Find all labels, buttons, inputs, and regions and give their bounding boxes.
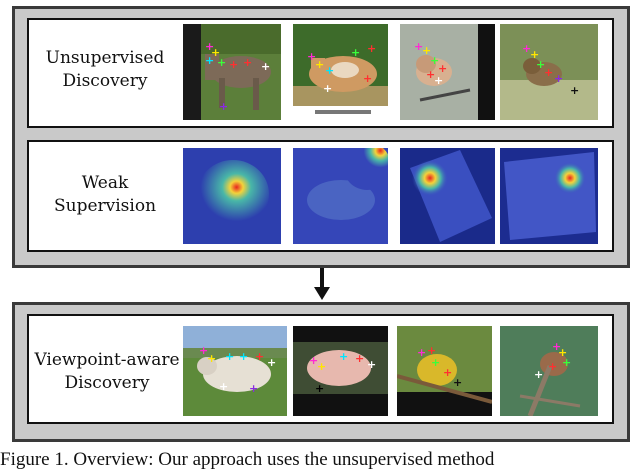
- svg-text:+: +: [205, 40, 214, 53]
- svg-text:+: +: [367, 358, 376, 371]
- svg-text:+: +: [255, 350, 264, 363]
- svg-text:+: +: [552, 340, 561, 353]
- svg-text:+: +: [570, 84, 579, 97]
- svg-text:+: +: [536, 58, 545, 71]
- figure-caption: Figure 1. Overview: Our approach uses th…: [0, 449, 495, 470]
- viewpoint-label: Viewpoint-aware Discovery: [34, 350, 180, 393]
- bird-keypoint-image: ++ ++ ++: [400, 24, 495, 120]
- bird-keypoint-image: ++ ++ ++: [500, 24, 598, 120]
- svg-text:+: +: [548, 360, 557, 373]
- saliency-heatmap-image: [293, 148, 388, 244]
- svg-text:+: +: [309, 354, 318, 367]
- svg-text:+: +: [323, 82, 332, 95]
- saliency-heatmap-image: [183, 148, 281, 244]
- svg-text:+: +: [534, 368, 543, 381]
- svg-text:+: +: [430, 54, 439, 67]
- svg-text:+: +: [351, 46, 360, 59]
- svg-text:+: +: [243, 56, 252, 69]
- svg-text:+: +: [422, 44, 431, 57]
- svg-text:+: +: [205, 54, 214, 67]
- svg-text:+: +: [219, 100, 228, 113]
- sheep-keypoint-image: ++ ++ ++: [293, 326, 388, 416]
- svg-text:+: +: [267, 356, 276, 369]
- svg-text:+: +: [443, 366, 452, 379]
- svg-text:+: +: [417, 346, 426, 359]
- svg-text:+: +: [239, 350, 248, 363]
- svg-text:+: +: [427, 344, 436, 357]
- svg-text:+: +: [217, 56, 226, 69]
- svg-text:+: +: [315, 58, 324, 71]
- cow-keypoint-image: ++ ++ ++ +: [293, 24, 388, 120]
- svg-text:+: +: [414, 40, 423, 53]
- svg-text:+: +: [438, 62, 447, 75]
- svg-text:+: +: [355, 352, 364, 365]
- svg-text:+: +: [219, 380, 228, 393]
- svg-text:+: +: [261, 60, 270, 73]
- svg-text:+: +: [554, 72, 563, 85]
- svg-text:+: +: [207, 352, 216, 365]
- svg-text:+: +: [530, 48, 539, 61]
- saliency-heatmap-image: [400, 148, 495, 244]
- svg-text:+: +: [434, 74, 443, 87]
- bird-keypoint-image: ++ ++ +: [500, 326, 598, 416]
- svg-text:+: +: [229, 58, 238, 71]
- saliency-heatmap-image: [500, 148, 598, 244]
- svg-text:+: +: [199, 344, 208, 357]
- weak-supervision-label: Weak Supervision: [53, 173, 157, 216]
- horse-keypoint-image: ++ ++ ++ ++: [183, 24, 281, 120]
- svg-text:+: +: [431, 356, 440, 369]
- svg-text:+: +: [522, 42, 531, 55]
- svg-text:+: +: [317, 360, 326, 373]
- svg-text:+: +: [544, 66, 553, 79]
- unsupervised-label: Unsupervised Discovery: [45, 48, 165, 91]
- svg-text:+: +: [426, 68, 435, 81]
- svg-text:+: +: [315, 382, 324, 395]
- bird-keypoint-image: ++ ++ +: [397, 326, 492, 416]
- svg-text:+: +: [453, 376, 462, 389]
- svg-text:+: +: [558, 346, 567, 359]
- sheep-keypoint-image: ++ ++ ++ ++: [183, 326, 287, 416]
- svg-text:+: +: [325, 64, 334, 77]
- svg-text:+: +: [367, 42, 376, 55]
- svg-text:+: +: [211, 46, 220, 59]
- svg-text:+: +: [249, 382, 258, 395]
- svg-text:+: +: [363, 72, 372, 85]
- svg-text:+: +: [307, 50, 316, 63]
- svg-text:+: +: [339, 350, 348, 363]
- svg-text:+: +: [562, 356, 571, 369]
- svg-text:+: +: [225, 350, 234, 363]
